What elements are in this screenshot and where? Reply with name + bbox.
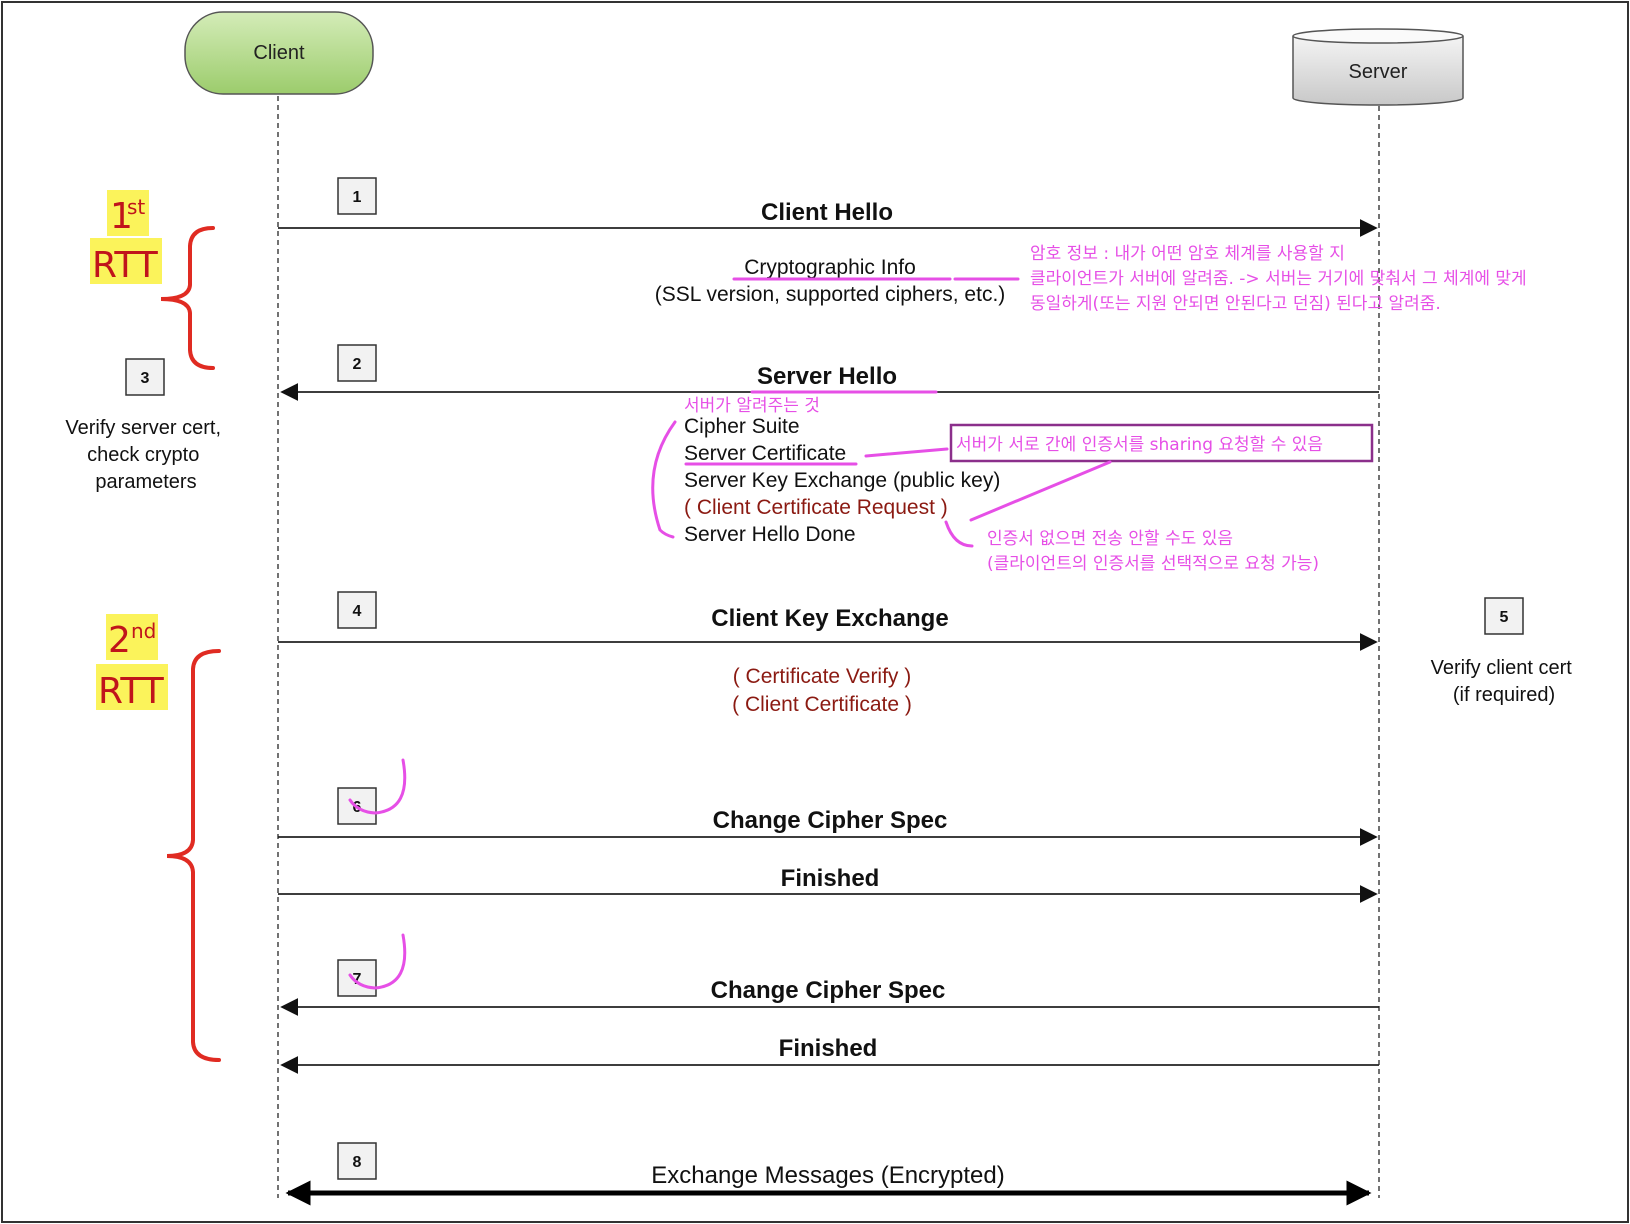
server-actor: Server <box>1292 28 1464 106</box>
svg-text:2: 2 <box>108 620 131 661</box>
step-1-marker: 1 <box>337 177 377 215</box>
cipher-suite-label: Cipher Suite <box>684 415 800 438</box>
crypto-detail-label: (SSL version, supported ciphers, etc.) <box>655 283 1006 306</box>
step-2-marker: 2 <box>337 344 377 382</box>
verify-client-note: Verify client cert (if required) <box>1431 657 1578 706</box>
server-hello-label: Server Hello <box>757 363 897 390</box>
second-rtt-brace <box>166 649 221 1062</box>
step-3-marker: 3 <box>125 358 165 396</box>
svg-text:7: 7 <box>353 971 362 988</box>
cert-sharing-box <box>949 423 1374 463</box>
svg-text:2: 2 <box>353 356 362 373</box>
step-8-marker: 8 <box>337 1142 377 1180</box>
change-cipher-spec-2-label: Change Cipher Spec <box>711 977 946 1004</box>
server-tells-note: 서버가 알려주는 것 <box>684 396 820 416</box>
svg-text:RTT: RTT <box>92 245 159 286</box>
no-cert-note: 인증서 없으면 전송 안할 수도 있음 (클라이언트의 인증서를 선택적으로 요… <box>987 529 1319 574</box>
step-4-marker: 4 <box>337 591 377 629</box>
cert-sharing-note: 서버가 서로 간에 인증서를 sharing 요청할 수 있음 <box>956 435 1323 455</box>
svg-text:5: 5 <box>1500 609 1509 626</box>
crypto-info-label: Cryptographic Info <box>744 256 916 279</box>
finished-1-label: Finished <box>781 865 880 892</box>
client-actor: Client <box>184 11 374 95</box>
client-label: Client <box>253 42 305 64</box>
svg-text:4: 4 <box>353 603 362 620</box>
svg-text:3: 3 <box>141 370 150 387</box>
first-rtt-label: 1 st RTT <box>90 190 162 286</box>
server-label: Server <box>1349 61 1408 83</box>
svg-text:1: 1 <box>353 189 362 206</box>
svg-text:1: 1 <box>110 196 133 237</box>
svg-text:nd: nd <box>131 619 156 643</box>
first-rtt-brace <box>160 226 215 370</box>
handwritten-annotations: 암호 정보 : 내가 어떤 암호 체계를 사용할 지 클라이언트가 서버에 알려… <box>348 244 1532 990</box>
step-5-marker: 5 <box>1484 597 1524 635</box>
step-7-marker: 7 <box>337 959 377 997</box>
server-key-exchange-label: Server Key Exchange (public key) <box>684 469 1000 492</box>
svg-text:st: st <box>127 195 145 219</box>
certificate-verify-label: ( Certificate Verify ) <box>733 665 912 688</box>
svg-text:8: 8 <box>353 1154 362 1171</box>
svg-text:RTT: RTT <box>98 671 165 712</box>
server-certificate-label: Server Certificate <box>684 442 846 465</box>
client-cert-request-label: ( Client Certificate Request ) <box>684 496 948 519</box>
crypto-note: 암호 정보 : 내가 어떤 암호 체계를 사용할 지 클라이언트가 서버에 알려… <box>1030 244 1532 314</box>
verify-server-note: Verify server cert, check crypto paramet… <box>65 417 226 493</box>
exchange-messages-label: Exchange Messages (Encrypted) <box>651 1162 1005 1189</box>
server-hello-done-label: Server Hello Done <box>684 523 856 546</box>
finished-2-label: Finished <box>779 1035 878 1062</box>
client-key-exchange-label: Client Key Exchange <box>711 605 948 632</box>
client-hello-label: Client Hello <box>761 199 893 226</box>
change-cipher-spec-1-label: Change Cipher Spec <box>713 807 948 834</box>
client-certificate-label: ( Client Certificate ) <box>732 693 912 716</box>
second-rtt-label: 2 nd RTT <box>96 614 168 712</box>
